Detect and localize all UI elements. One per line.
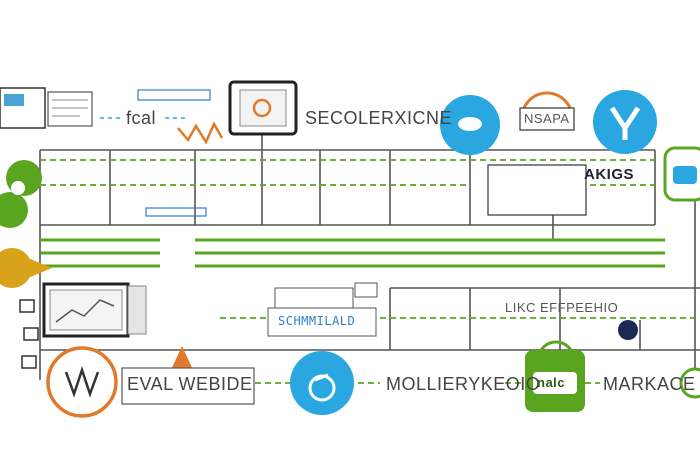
mid-right-dot (618, 320, 638, 340)
tools-icon (593, 90, 657, 154)
label-bottom-mid: MOLLIERYKEOIO (386, 374, 541, 394)
money-bag-icon (0, 248, 52, 288)
label-mid-small: SCHMMILALD (278, 314, 356, 328)
dashboard-screen-icon (0, 87, 93, 129)
frame-lines (39, 135, 700, 380)
green-connectors (40, 238, 665, 268)
left-column-icons (19, 299, 39, 369)
right-edge-panel (663, 146, 700, 202)
bottom-left-badge (46, 346, 118, 418)
label-right-box: AKIGS (584, 166, 635, 183)
shopping-bag-icon (525, 340, 585, 412)
banner-badge (519, 91, 575, 131)
globe-icon (290, 351, 354, 415)
monitor-chart-icon (42, 282, 147, 338)
leaf-icon (0, 160, 42, 228)
right-box (487, 164, 587, 216)
label-mid-right: LIKC EFFPEEHIO (505, 300, 619, 315)
right-edge-circle (679, 367, 700, 399)
label-bottom-left: EVAL WEBIDE (127, 374, 253, 394)
zigzag-accent (177, 121, 224, 145)
chat-bubble-icon (440, 95, 500, 155)
mid-panel (267, 282, 378, 337)
label-banner: NSAPA (524, 111, 570, 126)
label-bottom-badge: nalc (537, 375, 566, 390)
label-bottom-right: MARKACE (603, 374, 696, 394)
bottom-arrow (170, 346, 194, 372)
bottom-left-box (121, 367, 255, 405)
blue-strip-top (137, 89, 211, 217)
label-top-center: SECOLERXICNE (305, 108, 453, 128)
tablet-icon (228, 80, 298, 136)
label-top-left: fcal (126, 108, 157, 128)
